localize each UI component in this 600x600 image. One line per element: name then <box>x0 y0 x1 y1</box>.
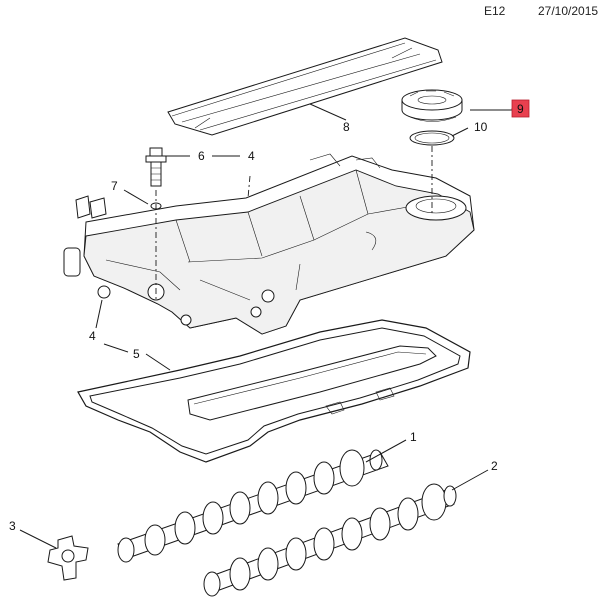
leader-lines <box>19 103 513 549</box>
diagram-code: E12 <box>484 4 506 18</box>
camshaft-2-lobes <box>203 483 457 597</box>
part-4-valve-cover[interactable] <box>63 153 475 335</box>
part-7-seal[interactable] <box>75 195 162 219</box>
callout-6[interactable]: 6 <box>198 149 205 163</box>
callout-10[interactable]: 10 <box>474 120 488 134</box>
callout-1[interactable]: 1 <box>410 430 417 444</box>
alignment-lines <box>155 146 433 300</box>
part-6-bolt[interactable] <box>145 147 167 187</box>
callout-7[interactable]: 7 <box>111 179 118 193</box>
part-10-seal-ring[interactable] <box>409 130 455 146</box>
part-1-camshaft[interactable] <box>117 449 389 563</box>
part-2-camshaft[interactable] <box>203 483 457 597</box>
camshaft-1-lobes <box>117 449 383 563</box>
callout-9-highlight <box>511 99 530 118</box>
callout-2[interactable]: 2 <box>491 459 498 473</box>
callout-4-top[interactable]: 4 <box>248 149 255 163</box>
part-5-gasket[interactable] <box>77 319 471 463</box>
part-8-cover-plate[interactable] <box>167 37 443 136</box>
part-9-filler-cap[interactable] <box>401 89 463 122</box>
callout-labels: 1 2 3 4 4 5 6 7 8 9 10 <box>9 102 524 533</box>
callout-4-cover[interactable]: 4 <box>89 329 96 343</box>
callout-5[interactable]: 5 <box>133 347 140 361</box>
callout-3[interactable]: 3 <box>9 519 16 533</box>
callout-8[interactable]: 8 <box>343 120 350 134</box>
callout-9[interactable]: 9 <box>517 102 524 116</box>
part-3-trigger-wheel[interactable] <box>47 535 89 581</box>
diagram-date: 27/10/2015 <box>538 4 599 18</box>
